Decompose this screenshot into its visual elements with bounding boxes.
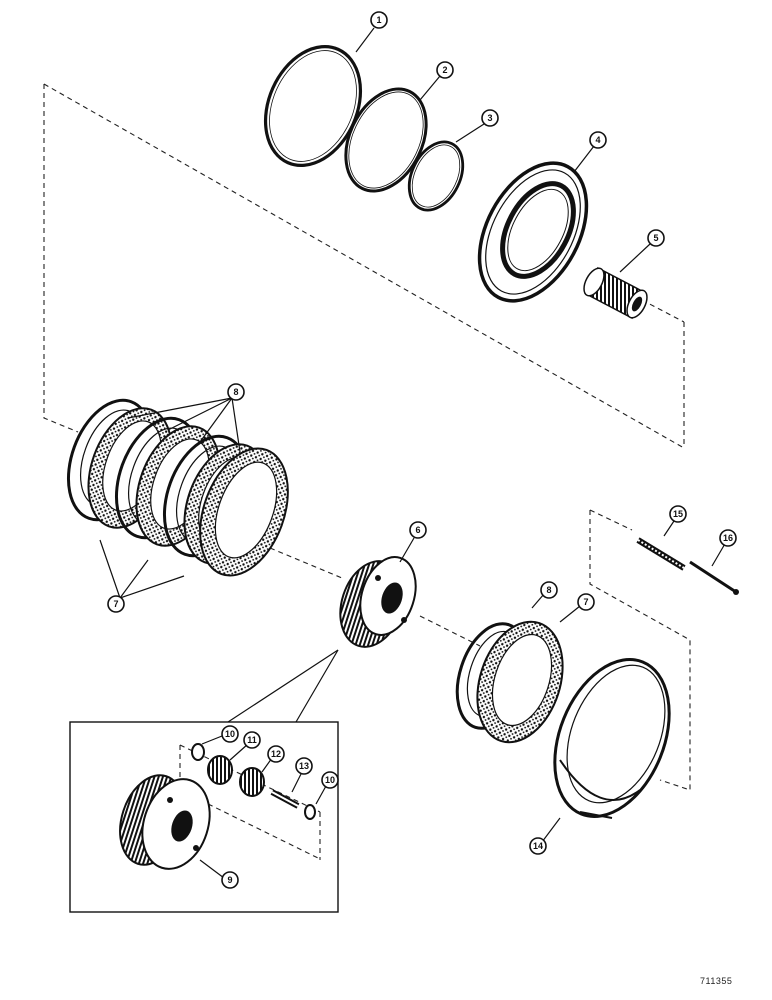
pin <box>689 560 739 595</box>
friction-disc <box>199 447 289 577</box>
thrust-washer <box>304 804 316 820</box>
callout-8: 8 <box>540 581 558 599</box>
svg-text:12: 12 <box>271 749 281 759</box>
svg-text:4: 4 <box>595 135 600 145</box>
callout-11: 11 <box>243 731 261 749</box>
svg-text:6: 6 <box>415 525 420 535</box>
snap-ring-large <box>263 45 363 167</box>
seal-ring-small <box>407 140 465 212</box>
seal-ring-medium <box>344 87 428 193</box>
inset-planet-carrier <box>119 774 211 870</box>
planet-carrier <box>339 556 417 648</box>
callout-10: 10 <box>221 725 239 743</box>
planet-shaft <box>270 789 300 809</box>
callout-12: 12 <box>267 745 285 763</box>
svg-text:2: 2 <box>442 65 447 75</box>
figure-number: 711355 <box>700 976 733 986</box>
callout-16: 16 <box>719 529 737 547</box>
callout-5: 5 <box>647 229 665 247</box>
svg-text:8: 8 <box>233 387 238 397</box>
clutch-drum <box>553 658 671 819</box>
splined-hub <box>583 266 648 320</box>
friction-disc <box>476 620 564 744</box>
thrust-washer <box>191 743 205 761</box>
callout-4: 4 <box>589 131 607 149</box>
leader-lines <box>99 27 727 879</box>
return-spring <box>636 537 686 571</box>
callout-8: 8 <box>227 383 245 401</box>
svg-text:13: 13 <box>299 761 309 771</box>
callout-9: 9 <box>221 871 239 889</box>
detail-inset-box <box>69 721 339 913</box>
clutch-pack <box>66 398 289 577</box>
callout-2: 2 <box>436 61 454 79</box>
callout-15: 15 <box>669 505 687 523</box>
svg-text:3: 3 <box>487 113 492 123</box>
callout-6: 6 <box>409 521 427 539</box>
assembly-guide-lines <box>43 83 691 860</box>
callout-7: 7 <box>577 593 595 611</box>
needle-bearing <box>239 767 265 797</box>
callout-14: 14 <box>529 837 547 855</box>
callout-1: 1 <box>370 11 388 29</box>
svg-text:8: 8 <box>546 585 551 595</box>
svg-text:14: 14 <box>533 841 543 851</box>
svg-text:7: 7 <box>583 597 588 607</box>
planet-gear <box>207 755 233 785</box>
piston <box>477 161 589 303</box>
svg-text:9: 9 <box>227 875 232 885</box>
callout-10: 10 <box>321 771 339 789</box>
callout-13: 13 <box>295 757 313 775</box>
svg-text:10: 10 <box>325 775 335 785</box>
callout-7: 7 <box>107 595 125 613</box>
svg-text:1: 1 <box>376 15 381 25</box>
svg-text:7: 7 <box>113 599 118 609</box>
callout-3: 3 <box>481 109 499 127</box>
svg-text:5: 5 <box>653 233 658 243</box>
svg-text:10: 10 <box>225 729 235 739</box>
svg-text:15: 15 <box>673 509 683 519</box>
svg-text:16: 16 <box>723 533 733 543</box>
svg-text:11: 11 <box>247 735 257 745</box>
